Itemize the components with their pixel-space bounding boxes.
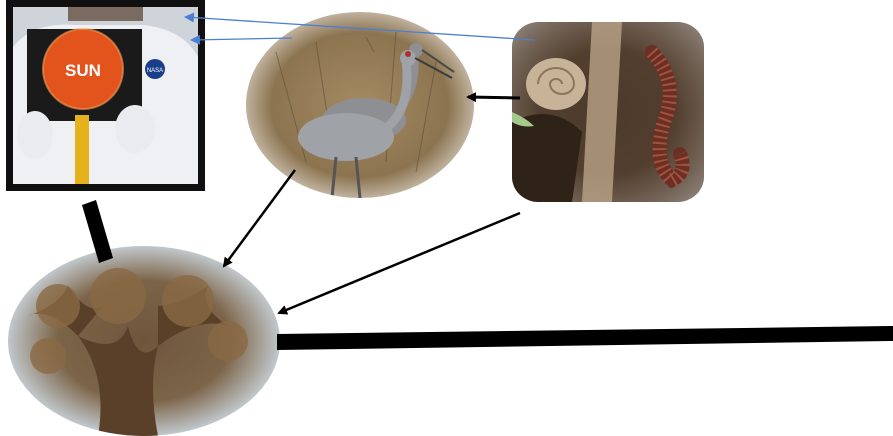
connector-sun-to-tree <box>82 200 113 263</box>
arrow-crane-to-tree <box>224 170 295 266</box>
connector-tree-to-right <box>277 326 893 350</box>
arrow-decomposers-to-sun <box>186 17 535 40</box>
arrow-crane-to-sun <box>192 38 292 40</box>
arrow-decomposers-to-tree <box>279 213 520 313</box>
arrow-decomposers-to-crane <box>468 97 520 98</box>
